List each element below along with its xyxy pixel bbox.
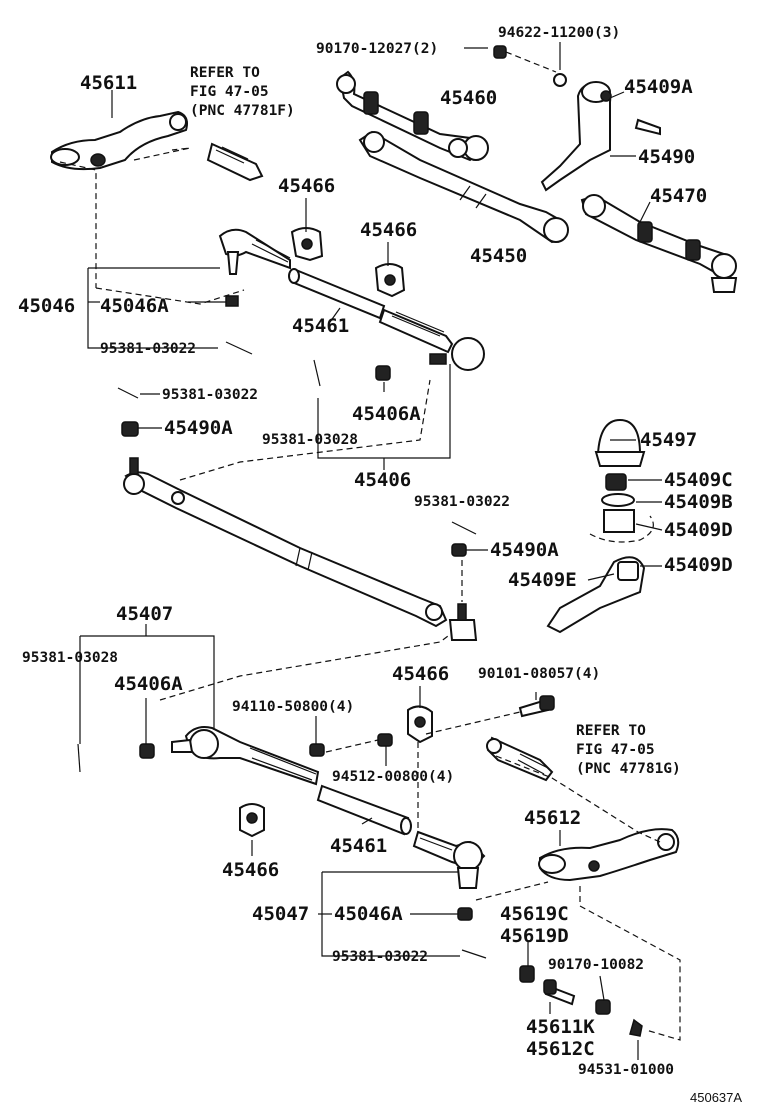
part-45619-bushing: [519, 965, 535, 983]
label-95381-03022-d: 95381-03022: [332, 949, 428, 965]
part-45461-sleeve-bottom: [316, 784, 412, 836]
part-90170-12027-nut: [493, 45, 507, 59]
label-45490: 45490: [638, 146, 695, 168]
part-90170-10082-nut: [595, 999, 611, 1015]
part-nut-94110: [309, 743, 325, 757]
part-94622-11200-washer: [553, 73, 567, 87]
label-45409D-a: 45409D: [664, 519, 733, 541]
label-45612: 45612: [524, 807, 581, 829]
part-45406-tie-rod-end: [375, 308, 485, 381]
label-45611: 45611: [80, 72, 137, 94]
part-45407-tie-rod-end: [139, 726, 320, 786]
part-45046-tie-rod-end: [218, 228, 291, 307]
label-45612C: 45612C: [526, 1038, 595, 1060]
part-45497-cap: [594, 418, 646, 467]
label-45466-a: 45466: [278, 175, 335, 197]
leader-lines: [59, 42, 681, 1060]
part-washer-94512: [377, 733, 393, 747]
part-45460-assembly: [336, 70, 489, 162]
label-95381-03028-top: 95381-03028: [262, 432, 358, 448]
label-45406: 45406: [354, 469, 411, 491]
ref-top-line2: FIG 47-05: [190, 84, 269, 100]
label-45409A: 45409A: [624, 76, 693, 98]
ref-bottom-line1: REFER TO: [576, 723, 646, 739]
ref-bottom-line3: (PNC 47781G): [576, 761, 681, 777]
ref-top-line1: REFER TO: [190, 65, 260, 81]
part-center-link: [123, 457, 478, 641]
label-45406A-bot: 45406A: [114, 673, 183, 695]
label-95381-03022-c: 95381-03022: [414, 494, 510, 510]
part-45612-arm: [538, 828, 680, 882]
label-45497: 45497: [640, 429, 697, 451]
label-95381-03022-b: 95381-03022: [162, 387, 258, 403]
label-95381-03028-bot: 95381-03028: [22, 650, 118, 666]
footer-code: 450637A: [690, 1090, 742, 1105]
part-45466-clamp-a: [290, 227, 324, 262]
label-45470: 45470: [650, 185, 707, 207]
part-45409C-nut: [605, 473, 627, 491]
label-94622-11200: 94622-11200(3): [498, 25, 620, 41]
label-45466-d: 45466: [222, 859, 279, 881]
part-45409D-bushing: [589, 509, 654, 543]
part-cotter-pin-2: [117, 387, 139, 399]
label-45619C: 45619C: [500, 903, 569, 925]
part-45461-sleeve-top: [288, 268, 386, 320]
label-45466-c: 45466: [392, 663, 449, 685]
label-45450: 45450: [470, 245, 527, 267]
label-45619D: 45619D: [500, 925, 569, 947]
part-45470-rod: [580, 194, 738, 293]
part-cotter-pin-5: [77, 743, 81, 773]
label-45047: 45047: [252, 903, 309, 925]
label-45460: 45460: [440, 87, 497, 109]
label-90170-10082: 90170-10082: [548, 957, 644, 973]
label-90101-08057: 90101-08057(4): [478, 666, 600, 682]
label-45611K: 45611K: [526, 1016, 595, 1038]
label-94110-50800: 94110-50800(4): [232, 699, 354, 715]
label-45409C: 45409C: [664, 469, 733, 491]
label-45409D-b: 45409D: [664, 554, 733, 576]
part-45047-tie-rod-end: [412, 830, 486, 921]
part-45466-clamp-b: [374, 263, 406, 298]
part-45611K-bolt: [543, 979, 576, 1006]
label-45407: 45407: [116, 603, 173, 625]
ref-bottom-line2: FIG 47-05: [576, 742, 655, 758]
label-45409B: 45409B: [664, 491, 733, 513]
part-cotter-pin-6: [461, 949, 487, 959]
label-45046A-bot: 45046A: [334, 903, 403, 925]
part-bolt-90101: [518, 695, 555, 718]
label-45466-b: 45466: [360, 219, 417, 241]
part-cotter-pin-1: [225, 341, 253, 355]
part-45611-arm: [50, 110, 188, 171]
label-95381-03022-a: 95381-03022: [100, 341, 196, 357]
label-45406A-top: 45406A: [352, 403, 421, 425]
part-ref-bolt-bottom: [486, 736, 554, 782]
part-cotter-pin-3: [313, 359, 321, 387]
part-45466-clamp-c: [407, 705, 433, 744]
label-45409E: 45409E: [508, 569, 577, 591]
label-45046: 45046: [18, 295, 75, 317]
label-90170-12027: 90170-12027(2): [316, 41, 438, 57]
label-45046A-top: 45046A: [100, 295, 169, 317]
part-45490-idler: [540, 81, 661, 192]
label-94531-01000: 94531-01000: [578, 1062, 674, 1078]
part-45466-clamp-d: [239, 803, 265, 838]
label-45490A-right: 45490A: [490, 539, 559, 561]
part-45450-rod: [358, 130, 569, 244]
part-nut-45490A-left: [121, 421, 139, 437]
label-94512-00800: 94512-00800(4): [332, 769, 454, 785]
part-cotter-pin-4: [451, 521, 477, 535]
label-45461-top: 45461: [292, 315, 349, 337]
part-nut-45490A-right: [451, 543, 467, 557]
labels: 45611 REFER TO FIG 47-05 (PNC 47781F) 90…: [18, 25, 742, 1105]
part-94531-fitting: [629, 1018, 643, 1037]
ref-top-line3: (PNC 47781F): [190, 103, 295, 119]
label-45461-bot: 45461: [330, 835, 387, 857]
part-45409B-washer: [601, 493, 635, 507]
part-ref-bolt-top: [206, 142, 264, 182]
label-45490A-left: 45490A: [164, 417, 233, 439]
